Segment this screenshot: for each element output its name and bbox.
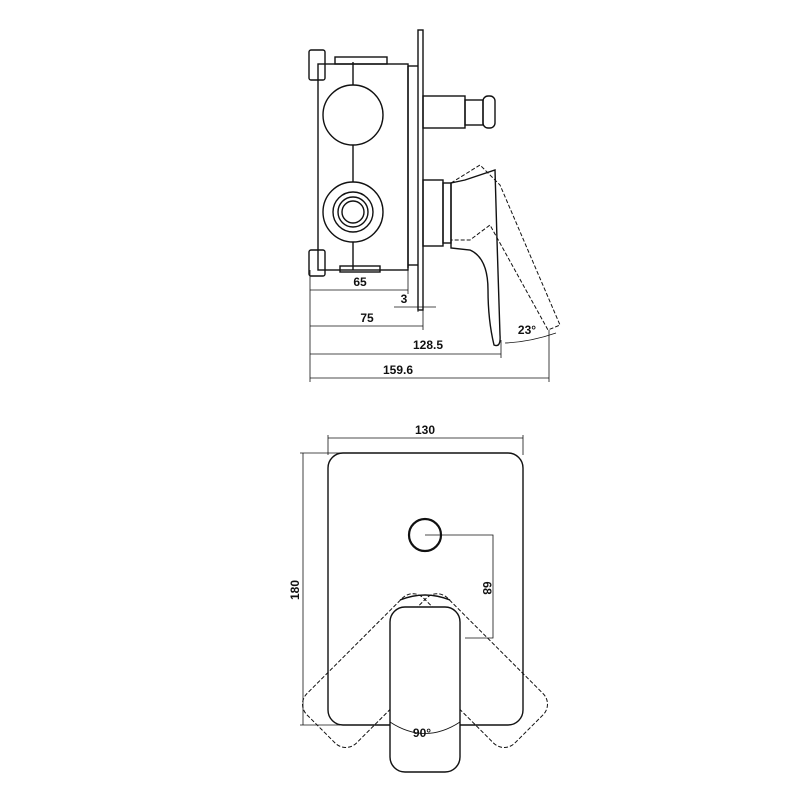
dim-159-6: 159.6	[383, 363, 413, 377]
front-view: 130 180 68 90°	[288, 423, 548, 773]
dim-180: 180	[288, 580, 302, 600]
dim-3: 3	[401, 292, 408, 306]
wall-plate	[417, 29, 424, 311]
mixer-lever	[422, 164, 561, 347]
dim-68: 68	[480, 581, 494, 595]
valve-box-body	[308, 49, 418, 277]
diverter-knob	[422, 95, 496, 129]
dim-130: 130	[415, 423, 435, 437]
side-dimensions: 65 3 75 128.5 159.6 23°	[309, 270, 557, 382]
dim-75: 75	[360, 311, 374, 325]
dim-128-5: 128.5	[413, 338, 443, 352]
dim-90-deg: 90°	[413, 726, 431, 740]
front-dimensions: 130 180 68 90°	[288, 423, 524, 740]
front-lever	[302, 593, 548, 773]
dim-23-deg: 23°	[518, 323, 536, 337]
side-view: 65 3 75 128.5 159.6 23°	[308, 29, 561, 382]
dim-65: 65	[353, 275, 367, 289]
